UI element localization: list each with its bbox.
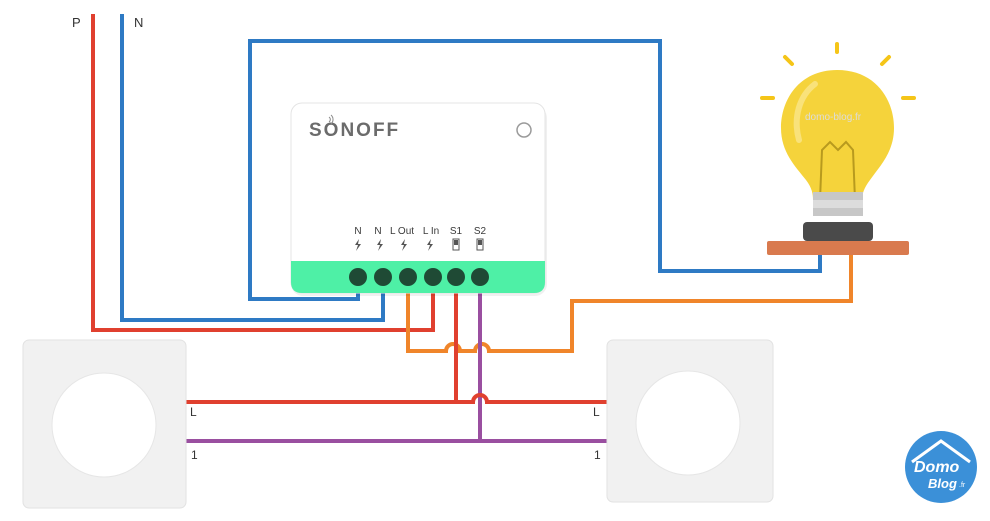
load-wire: [406, 255, 853, 353]
wifi-signal-icon: [328, 114, 334, 125]
phase-label: P: [72, 15, 81, 30]
traveler-wire-l: [186, 393, 608, 404]
terminal-label-l-out: L Out: [390, 226, 414, 237]
phase-wire-supply: [91, 14, 435, 332]
neutral-wire-supply: [120, 14, 385, 322]
terminal-screw-s2: [471, 268, 489, 286]
terminal-screw-n1: [349, 268, 367, 286]
terminal-screw-s1: [447, 268, 465, 286]
right-switch-label-1: 1: [594, 448, 601, 462]
terminal-label-s2: S2: [474, 226, 487, 237]
light-rays-icon: [760, 42, 916, 100]
lightning-icon: [377, 239, 383, 251]
module-brand: SONOFF: [309, 120, 400, 141]
right-wall-switch: L 1: [593, 339, 774, 503]
terminal-screw-l-in: [424, 268, 442, 286]
right-switch-button[interactable]: [635, 370, 741, 476]
lightning-icon: [427, 239, 433, 251]
left-switch-label-l: L: [190, 405, 197, 419]
domo-blog-logo: Domo Blog .fr: [905, 431, 977, 503]
light-bulb: domo-blog.fr: [760, 42, 916, 255]
switch-input-icon: [452, 238, 484, 251]
bulb-watermark: domo-blog.fr: [805, 112, 862, 123]
sonoff-module: SONOFF N N L Out L In S1 S2: [290, 102, 547, 296]
traveler-wire-1: [186, 277, 482, 443]
logo-text-top: Domo: [914, 459, 960, 476]
logo-text-bottom: Blog: [928, 476, 957, 491]
logo-text-suffix: .fr: [959, 482, 966, 489]
terminal-screw-n2: [374, 268, 392, 286]
left-switch-label-1: 1: [191, 448, 198, 462]
left-wall-switch: L 1: [22, 339, 198, 509]
lightning-icon: [355, 239, 361, 251]
terminal-label-l-in: L In: [423, 226, 439, 237]
terminal-label-n2: N: [374, 226, 381, 237]
terminal-label-s1: S1: [450, 226, 463, 237]
terminal-screw-l-out: [399, 268, 417, 286]
pairing-button[interactable]: [516, 122, 532, 138]
neutral-wire-lamp: [248, 39, 822, 301]
module-terminal-strip: [291, 261, 545, 293]
lightning-icon: [401, 239, 407, 251]
neutral-label: N: [134, 15, 143, 30]
terminal-label-n1: N: [354, 226, 361, 237]
right-switch-label-l: L: [593, 405, 600, 419]
left-switch-button[interactable]: [51, 372, 157, 478]
